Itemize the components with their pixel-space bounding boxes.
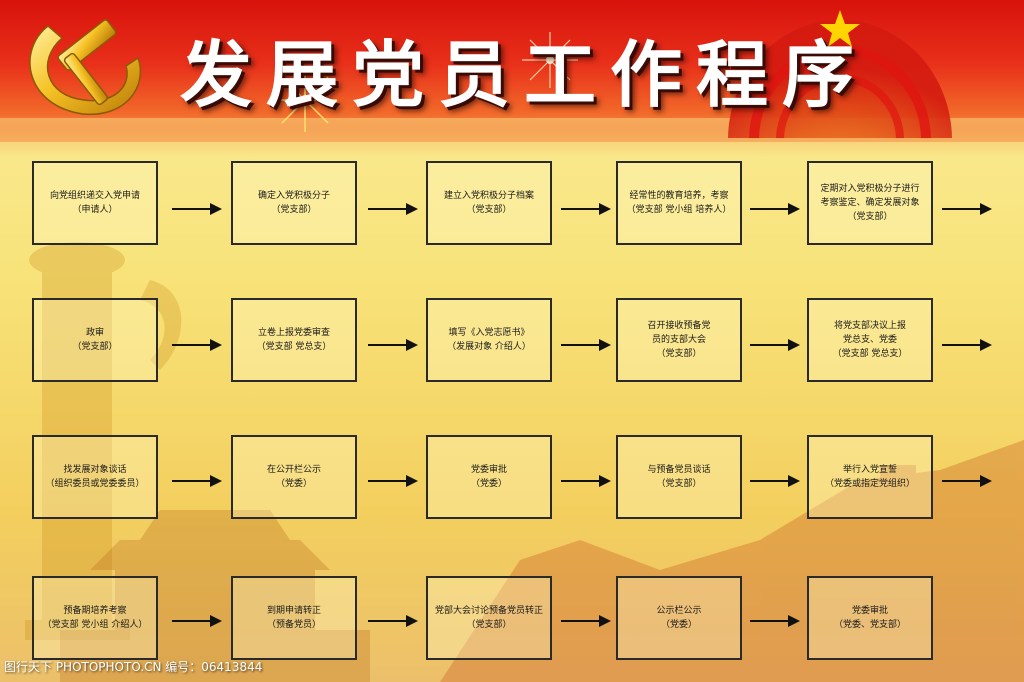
arrow-right-icon [561,339,611,351]
step-text: 公示栏公示 [656,606,702,616]
step-box: 到期申请转正 （预备党员） [231,576,357,660]
step-box: 找发展对象谈话 （组织委员或党委委员） [32,435,158,519]
step-text: （党支部） [656,479,702,489]
step-text: 找发展对象谈话 [63,465,127,475]
step-box: 将党支部决议上报 党总支、党委 （党支部 党总支） [807,298,933,382]
step-box: 建立入党积极分子档案 （党支部） [426,161,552,245]
step-text: 党总支、党委 [842,335,897,345]
firework-decoration [273,68,337,132]
step-text: （党支部） [72,342,118,352]
arrow-right-icon [368,203,418,215]
step-text: 党部大会讨论预备党员转正 [434,606,543,616]
step-text: （党支部） [847,212,893,222]
step-box: 立卷上报党委审查 （党支部 党总支） [231,298,357,382]
step-box: 党委审批 （党委） [426,435,552,519]
arrow-right-icon [750,203,800,215]
flag-rays-motif [728,10,952,138]
step-text: 考察鉴定、确定发展对象 [820,198,920,208]
step-text: （申请人） [72,205,118,215]
step-text: （党支部） [271,205,317,215]
step-text: 填写《入党志愿书》 [448,328,530,338]
step-text: 将党支部决议上报 [833,321,906,331]
step-text: （党委） [660,620,697,630]
step-text: （党支部） [656,349,702,359]
arrow-right-icon [561,615,611,627]
step-text: 确定入党积极分子 [257,191,330,201]
step-text: 党委审批 [851,606,888,616]
step-box: 与预备党员谈话 （党支部） [616,435,742,519]
arrow-right-icon [561,203,611,215]
step-text: 立卷上报党委审查 [257,328,330,338]
step-text: （党支部 党小组 培养人） [626,205,732,215]
arrow-right-icon [172,339,222,351]
step-box: 公示栏公示 （党委） [616,576,742,660]
arrow-right-icon [172,203,222,215]
step-box: 党部大会讨论预备党员转正 （党支部） [426,576,552,660]
step-box: 填写《入党志愿书》 （发展对象 介绍人） [426,298,552,382]
arrow-right-icon [368,339,418,351]
step-text: 预备期培养考察 [63,606,127,616]
step-text: 党委审批 [470,465,507,475]
arrow-right-icon [942,203,992,215]
step-box: 召开接收预备党 员的支部大会 （党支部） [616,298,742,382]
step-text: （发展对象 介绍人） [447,342,531,352]
step-text: 政审 [85,328,104,338]
step-box: 向党组织递交入党申请 （申请人） [32,161,158,245]
arrow-right-icon [172,475,222,487]
step-text: （预备党员） [266,620,321,630]
arrow-right-icon [942,475,992,487]
step-text: （党支部） [466,205,512,215]
arrow-right-icon [750,475,800,487]
step-text: 举行入党宣誓 [842,465,897,475]
step-text: 建立入党积极分子档案 [443,191,534,201]
step-text: （组织委员或党委委员） [45,479,145,489]
step-text: （党支部 党总支） [832,349,908,359]
step-text: 到期申请转正 [266,606,321,616]
step-box: 在公开栏公示 （党委） [231,435,357,519]
step-text: （党委） [470,479,507,489]
step-text: （党委） [275,479,312,489]
step-text: 经常性的教育培养，考察 [629,191,729,201]
firework-decoration [522,32,578,88]
step-box: 举行入党宣誓 （党委或指定党组织） [807,435,933,519]
step-text: （党支部 党小组 介绍人） [42,620,148,630]
step-text: 与预备党员谈话 [647,465,711,475]
watermark: 图行天下 PHOTOPHOTO.CN 编号：06413844 [4,660,263,674]
arrow-right-icon [750,339,800,351]
step-text: 向党组织递交入党申请 [49,191,140,201]
step-text: 定期对入党积极分子进行 [820,184,920,194]
arrow-right-icon [942,339,992,351]
step-text: 在公开栏公示 [266,465,321,475]
step-box: 党委审批 （党委、党支部） [807,576,933,660]
arrow-right-icon [368,615,418,627]
step-box: 经常性的教育培养，考察 （党支部 党小组 培养人） [616,161,742,245]
step-box: 确定入党积极分子 （党支部） [231,161,357,245]
page-title: 发展党员工作程序 [180,33,869,117]
step-text: （党支部 党总支） [256,342,332,352]
step-text: 员的支部大会 [651,335,706,345]
arrow-right-icon [172,615,222,627]
step-text: （党委或指定党组织） [824,479,915,489]
arrow-right-icon [368,475,418,487]
party-emblem-icon [29,19,142,115]
step-box: 政审 （党支部） [32,298,158,382]
step-box: 预备期培养考察 （党支部 党小组 介绍人） [32,576,158,660]
step-text: （党支部） [466,620,512,630]
arrow-right-icon [561,475,611,487]
step-text: （党委、党支部） [833,620,906,630]
step-text: 召开接收预备党 [647,321,711,331]
step-box: 定期对入党积极分子进行 考察鉴定、确定发展对象 （党支部） [807,161,933,245]
background-scenery [25,242,1024,682]
arrow-right-icon [750,615,800,627]
